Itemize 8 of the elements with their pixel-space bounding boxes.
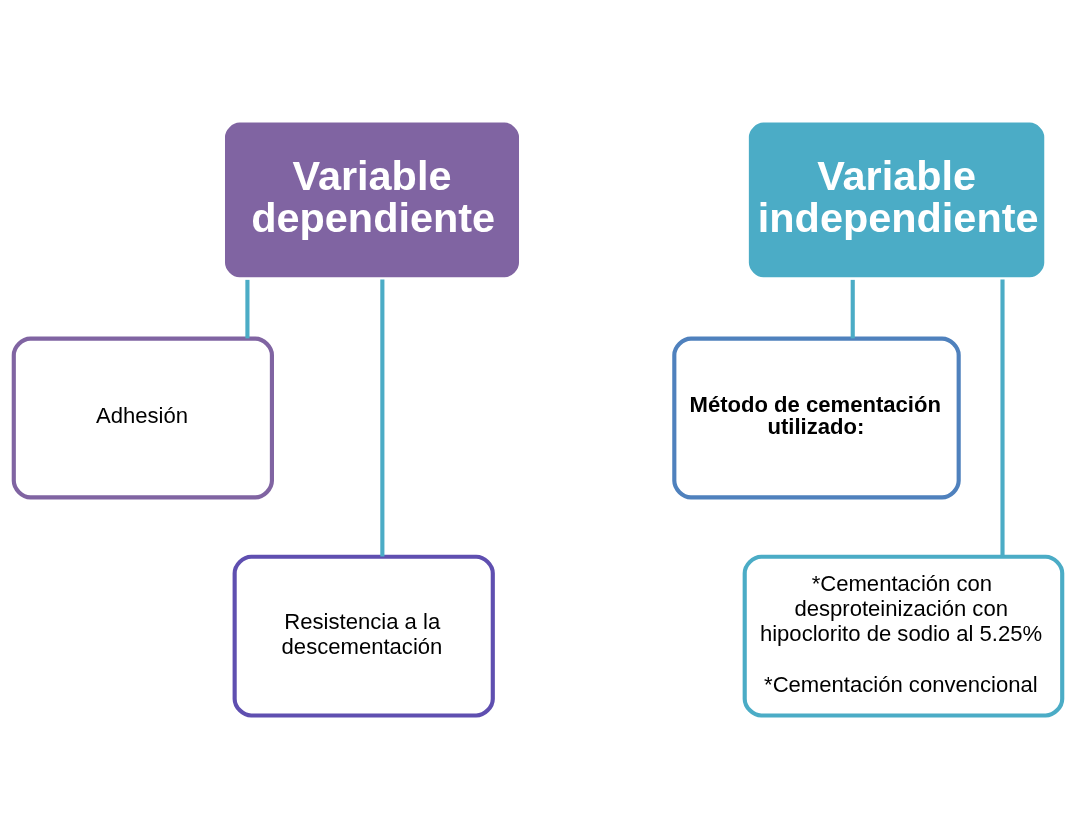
node-box: *Cementación con desproteinización con hipoclorito de sodio al 5.25% *Cementación convencional	[742, 554, 1065, 718]
node-box: Método de cementación utilizado:	[672, 336, 961, 499]
connector	[1000, 278, 1005, 556]
connector	[850, 279, 855, 338]
connector	[245, 279, 250, 338]
node-box: Adhesión	[11, 336, 274, 499]
node-box: Resistencia a la descementación	[232, 554, 495, 718]
connector	[380, 278, 385, 556]
